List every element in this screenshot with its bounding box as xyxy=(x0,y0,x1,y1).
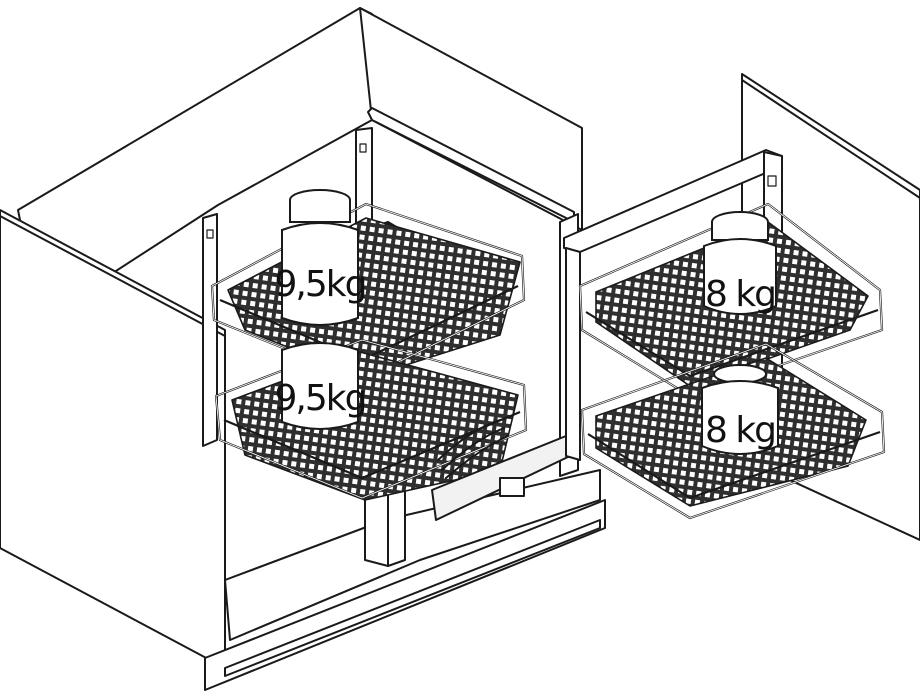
left-side-top-edge xyxy=(0,215,226,337)
plinth-front-face xyxy=(224,519,601,677)
pivot-mechanism xyxy=(431,419,571,521)
upright-slot xyxy=(359,143,367,153)
right-upper-basket-rail xyxy=(585,308,879,378)
left-lower-basket-rail xyxy=(223,410,521,480)
left-upright-front xyxy=(202,213,218,447)
load-label-right-lower: 8 kg xyxy=(705,410,775,451)
right-lower-weight: 8 kg xyxy=(701,364,779,455)
left-lower-weight: 9,5kg xyxy=(275,342,367,430)
weight-body xyxy=(281,342,359,430)
weight-body xyxy=(281,222,359,326)
load-label-left-upper: 9,5kg xyxy=(275,264,366,305)
left-upper-weight: 9,5kg xyxy=(275,189,367,326)
weight-body xyxy=(703,238,777,315)
right-frame-post xyxy=(565,247,581,461)
load-label-right-upper: 8 kg xyxy=(705,274,775,315)
cabinet-floor xyxy=(224,469,601,641)
upright-slot xyxy=(206,229,214,239)
right-upper-weight: 8 kg xyxy=(703,211,777,315)
right-side-top-edge xyxy=(741,79,920,199)
load-label-left-lower: 9,5kg xyxy=(275,378,366,419)
left-side-panel xyxy=(0,209,226,669)
cable-bundle xyxy=(437,419,509,479)
arm-clamp xyxy=(499,477,525,497)
upright-slot xyxy=(767,175,777,187)
weight-body xyxy=(701,380,779,455)
right-lower-basket-rail xyxy=(587,430,881,500)
